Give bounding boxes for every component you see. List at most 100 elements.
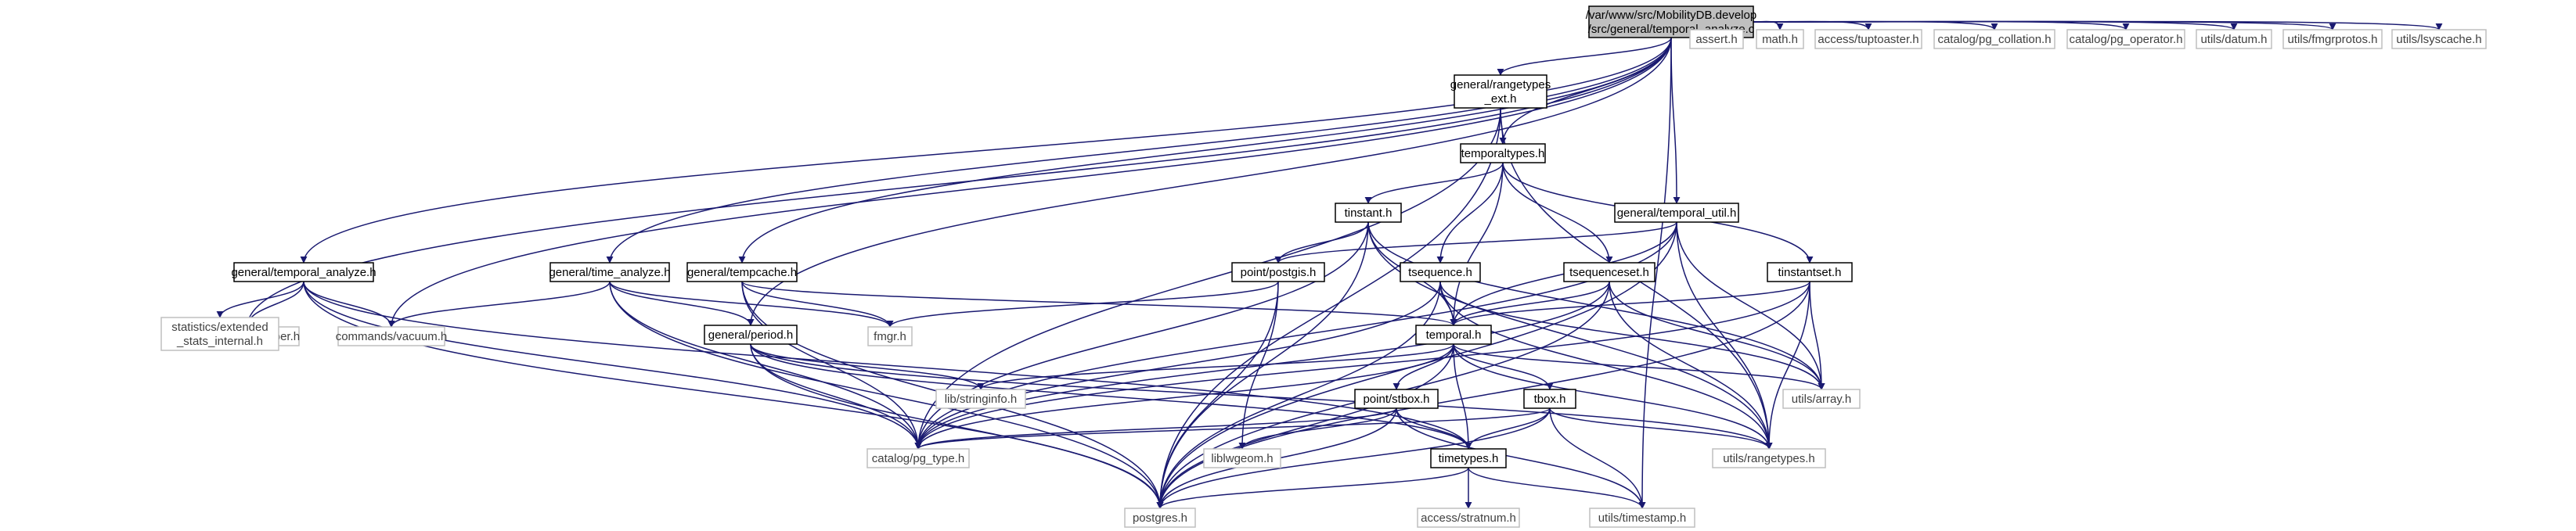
edge-tinstant-to-rangetypes — [1367, 221, 1773, 450]
node-label: timetypes.h — [1439, 452, 1499, 465]
node-period[interactable]: general/period.h — [704, 325, 798, 345]
edge-root-to-timestamp — [1638, 37, 1672, 509]
node-label: tinstantset.h — [1778, 266, 1842, 279]
edge-rangetypes_ext-to-pg_type — [914, 107, 1501, 450]
edge-root-to-rangetypes_ext — [1497, 37, 1672, 76]
node-assert: assert.h — [1689, 29, 1744, 49]
node-box — [1335, 203, 1402, 223]
edge-temporal-to-pg_type — [914, 343, 1454, 450]
node-temporaltypes[interactable]: temporaltypes.h — [1460, 143, 1546, 163]
node-box — [2391, 29, 2487, 49]
edge-tinstantset-to-postgres — [1156, 281, 1810, 509]
node-box — [2066, 29, 2185, 49]
node-postgis[interactable]: point/postgis.h — [1231, 262, 1325, 282]
edge-stbox-to-liblwgeom — [1238, 407, 1397, 450]
node-temporal-analyze-h[interactable]: general/temporal_analyze.h — [231, 262, 376, 282]
edge-temporal_util-to-rangetypes — [1676, 221, 1773, 450]
node-box — [1712, 448, 1826, 468]
edge-stbox-to-timetypes — [1396, 407, 1472, 450]
edge-period-to-stringinfo — [750, 343, 985, 390]
node-label: tsequenceset.h — [1569, 266, 1649, 279]
node-label: /var/www/src/MobilityDB.develop — [1586, 9, 1756, 22]
edge-root-to-fmgrprotos — [1753, 20, 2336, 30]
node-label: _stats_internal.h — [176, 335, 263, 348]
node-lsyscache: utils/lsyscache.h — [2391, 29, 2487, 49]
node-box — [1203, 448, 1281, 468]
node-box — [1417, 508, 1520, 528]
edge-rangetypes_ext-to-postgres — [1156, 107, 1501, 509]
edge-tsequence-to-postgres — [1156, 281, 1441, 509]
edge-tempcache-to-pg_type — [741, 281, 922, 450]
node-box — [1231, 262, 1325, 282]
node-rangetypes: utils/rangetypes.h — [1712, 448, 1826, 468]
node-tinstant[interactable]: tinstant.h — [1335, 203, 1402, 223]
edge-temporal-to-rangetypes — [1453, 343, 1773, 450]
edge-temporal-to-stbox — [1392, 343, 1454, 390]
header-nodes: /var/www/src/MobilityDB.develop/src/gene… — [160, 5, 2487, 528]
edge-temporal_util-to-postgis — [1274, 221, 1677, 264]
node-stbox[interactable]: point/stbox.h — [1354, 389, 1439, 409]
edge-postgis-to-fmgr — [886, 281, 1279, 328]
node-box — [1124, 508, 1196, 528]
node-box — [1614, 203, 1739, 223]
node-label: commands/vacuum.h — [336, 330, 448, 343]
edge-temporal_util-to-array — [1676, 221, 1825, 390]
node-postgres: postgres.h — [1124, 508, 1196, 528]
edge-tbox-to-rangetypes — [1549, 407, 1773, 450]
edge-stbox-to-timestamp — [1396, 407, 1646, 509]
node-stringinfo: lib/stringinfo.h — [935, 389, 1026, 409]
edge-time_analyze-to-period — [609, 281, 755, 326]
node-label: fmgr.h — [874, 330, 906, 343]
node-label: point/stbox.h — [1363, 393, 1429, 406]
edge-time_analyze-to-fmgr — [609, 281, 894, 328]
edge-temporal-to-tbox — [1453, 343, 1554, 390]
node-label: statistics/extended — [171, 321, 268, 334]
node-rangetypes-ext[interactable]: general/rangetypes_ext.h — [1450, 74, 1551, 109]
edge-temporal-to-stringinfo — [977, 343, 1454, 390]
node-tsequence[interactable]: tsequence.h — [1400, 262, 1481, 282]
node-label: utils/timestamp.h — [1598, 511, 1687, 525]
node-box — [1523, 389, 1576, 409]
edge-temporal_analyze_h-to-postgres — [303, 281, 1164, 509]
node-box — [1589, 508, 1695, 528]
edge-root-to-tuptoaster — [1753, 20, 1872, 30]
node-label: access/tuptoaster.h — [1818, 33, 1918, 46]
node-temporal-util[interactable]: general/temporal_util.h — [1614, 203, 1739, 223]
node-box — [1430, 448, 1507, 468]
node-box — [1689, 29, 1744, 49]
node-pg-operator: catalog/pg_operator.h — [2066, 29, 2185, 49]
node-box — [1415, 325, 1492, 345]
node-root[interactable]: /var/www/src/MobilityDB.develop/src/gene… — [1586, 5, 1756, 38]
node-box — [1400, 262, 1481, 282]
node-tsequenceset[interactable]: tsequenceset.h — [1563, 262, 1655, 282]
node-timetypes[interactable]: timetypes.h — [1430, 448, 1507, 468]
node-temporal[interactable]: temporal.h — [1415, 325, 1492, 345]
node-array: utils/array.h — [1782, 389, 1861, 409]
node-label: general/tempcache.h — [687, 266, 797, 279]
node-fmgrprotos: utils/fmgrprotos.h — [2282, 29, 2383, 49]
edge-root-to-temporal_util — [1670, 37, 1681, 204]
edge-tbox-to-timestamp — [1549, 407, 1646, 509]
node-time-analyze[interactable]: general/time_analyze.h — [549, 262, 671, 282]
node-label: temporaltypes.h — [1461, 147, 1545, 160]
edge-tbox-to-postgres — [1156, 407, 1551, 509]
node-label: tinstant.h — [1345, 206, 1392, 220]
node-box — [1767, 262, 1853, 282]
edge-tinstantset-to-temporal — [1450, 281, 1810, 326]
node-tinstantset[interactable]: tinstantset.h — [1767, 262, 1853, 282]
node-label: temporal.h — [1426, 328, 1482, 342]
node-tbox[interactable]: tbox.h — [1523, 389, 1576, 409]
node-label: general/temporal_analyze.h — [231, 266, 376, 279]
edge-temporal_analyze_h-to-pg_type — [303, 281, 922, 450]
edge-tsequenceset-to-temporal — [1450, 281, 1610, 326]
node-box — [160, 317, 279, 351]
node-stats-internal: statistics/extended_stats_internal.h — [160, 317, 279, 351]
node-label: utils/datum.h — [2200, 33, 2267, 46]
edge-tsequenceset-to-rangetypes — [1609, 281, 1773, 450]
edge-tsequenceset-to-pg_type — [914, 281, 1610, 450]
node-tempcache[interactable]: general/tempcache.h — [686, 262, 798, 282]
node-label: general/rangetypes — [1450, 78, 1551, 91]
node-box — [686, 262, 798, 282]
node-label: _ext.h — [1484, 92, 1517, 106]
node-label: point/postgis.h — [1241, 266, 1317, 279]
